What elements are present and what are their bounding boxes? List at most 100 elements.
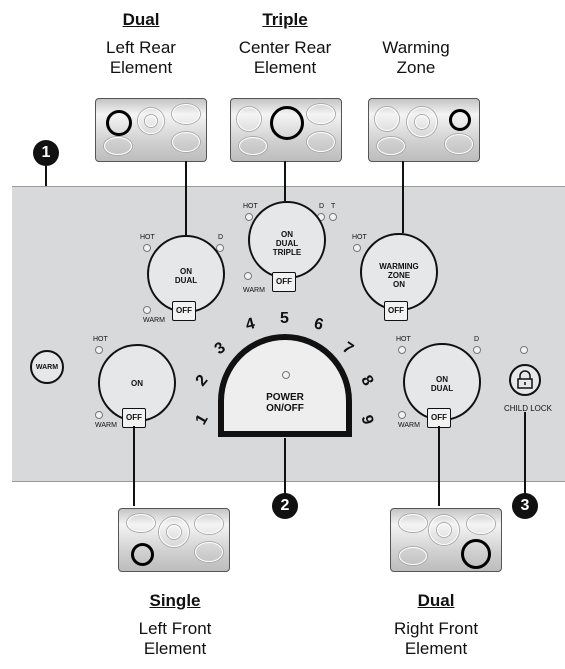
active-element-marker <box>461 539 491 569</box>
child-lock-button[interactable] <box>509 364 541 396</box>
cooktop-right-front-diagram <box>390 508 502 572</box>
left-rear-d-label: D <box>218 234 224 241</box>
left-rear-type: Dual <box>122 10 160 29</box>
center-rear-knob-line2: DUAL <box>275 239 299 248</box>
burner-ring <box>195 542 223 562</box>
left-front-off-button[interactable]: OFF <box>122 408 146 428</box>
power-led <box>282 371 290 379</box>
left-front-warm-label: WARM <box>95 422 117 429</box>
left-rear-knob[interactable]: ON DUAL <box>147 235 225 313</box>
center-rear-hot-led <box>245 213 253 221</box>
burner-ring <box>104 137 132 155</box>
cooktop-center-rear-diagram <box>230 98 342 162</box>
power-dial-face <box>224 340 346 431</box>
burner-ring <box>159 517 189 547</box>
left-front-hot-led <box>95 346 103 354</box>
right-front-line2: Element <box>404 639 468 658</box>
left-rear-knob-line1: ON <box>180 267 192 276</box>
burner-ring <box>399 514 427 532</box>
warming-zone-connector <box>402 161 404 233</box>
warming-zone-knob[interactable]: WARMING ZONE ON <box>360 233 438 311</box>
left-rear-line1: Left Rear <box>106 38 176 57</box>
cooktop-left-rear-diagram <box>95 98 207 162</box>
left-front-connector <box>133 426 135 506</box>
child-lock-connector <box>524 412 526 494</box>
burner-ring <box>467 514 495 534</box>
left-rear-label: Dual Left Rear Element <box>76 10 206 78</box>
right-front-d-label: D <box>474 336 480 343</box>
callout-1: 1 <box>33 140 59 166</box>
burner-ring <box>138 108 164 134</box>
left-rear-line2: Element <box>109 58 173 77</box>
right-front-label: Dual Right Front Element <box>371 591 501 659</box>
warming-zone-hot-label: HOT <box>352 234 367 241</box>
burner-ring <box>172 104 200 124</box>
center-rear-knob-line3: TRIPLE <box>272 248 302 257</box>
burner-ring <box>145 115 157 127</box>
center-rear-off-button[interactable]: OFF <box>272 272 296 292</box>
left-front-line1: Left Front <box>138 619 212 638</box>
active-element-marker <box>270 106 304 140</box>
center-rear-d-label: D <box>319 203 325 210</box>
power-connector <box>284 438 286 494</box>
burner-ring <box>377 137 405 155</box>
burner-ring <box>429 515 459 545</box>
left-rear-off-button[interactable]: OFF <box>172 301 196 321</box>
center-rear-knob-line1: ON <box>281 230 293 239</box>
left-front-line2: Element <box>143 639 207 658</box>
right-front-warm-label: WARM <box>398 422 420 429</box>
burner-ring <box>437 523 451 537</box>
center-rear-connector <box>284 161 286 201</box>
burner-ring <box>445 134 473 154</box>
cooktop-left-front-diagram <box>118 508 230 572</box>
cooktop-warming-zone-diagram <box>368 98 480 162</box>
center-rear-t-led <box>329 213 337 221</box>
warming-zone-line1: Warming <box>382 38 450 57</box>
right-front-hot-label: HOT <box>396 336 411 343</box>
left-front-label: Single Left Front Element <box>110 591 240 659</box>
warm-button-label: WARM <box>35 364 59 371</box>
burner-ring <box>239 137 267 155</box>
burner-ring <box>375 107 399 131</box>
left-front-type: Single <box>149 591 201 610</box>
warm-button[interactable]: WARM <box>30 350 64 384</box>
padlock-icon <box>517 370 533 389</box>
right-front-knob-line2: DUAL <box>430 384 454 393</box>
right-front-off-button[interactable]: OFF <box>427 408 451 428</box>
center-rear-type: Triple <box>262 10 308 29</box>
left-rear-warm-led <box>143 306 151 314</box>
active-element-marker <box>106 110 132 136</box>
warming-zone-knob-line2: ZONE <box>387 271 411 280</box>
left-rear-connector <box>185 161 187 237</box>
burner-ring <box>172 132 200 152</box>
child-lock-led <box>520 346 528 354</box>
center-rear-knob[interactable]: ON DUAL TRIPLE <box>248 201 326 279</box>
power-label-line1: POWER <box>266 392 304 403</box>
center-rear-warm-led <box>244 272 252 280</box>
active-element-marker <box>131 543 154 566</box>
burner-ring <box>237 107 261 131</box>
left-front-knob-line1: ON <box>131 379 143 388</box>
burner-ring <box>167 525 181 539</box>
left-front-warm-led <box>95 411 103 419</box>
warming-zone-off-button[interactable]: OFF <box>384 301 408 321</box>
left-front-hot-label: HOT <box>93 336 108 343</box>
center-rear-warm-label: WARM <box>243 287 265 294</box>
center-rear-line2: Element <box>253 58 317 77</box>
active-element-marker <box>449 109 471 131</box>
center-rear-hot-label: HOT <box>243 203 258 210</box>
right-front-line1: Right Front <box>393 619 479 638</box>
warming-zone-knob-line3: ON <box>393 280 405 289</box>
burner-ring <box>415 115 429 129</box>
burner-ring <box>195 514 223 534</box>
center-rear-label: Triple Center Rear Element <box>220 10 350 78</box>
right-front-d-led <box>473 346 481 354</box>
burner-ring <box>307 104 335 124</box>
left-rear-hot-led <box>143 244 151 252</box>
power-dial[interactable] <box>210 325 360 440</box>
callout-3: 3 <box>512 493 538 519</box>
left-rear-knob-line2: DUAL <box>174 276 198 285</box>
callout-2: 2 <box>272 493 298 519</box>
left-rear-d-led <box>216 244 224 252</box>
right-front-knob-line1: ON <box>436 375 448 384</box>
